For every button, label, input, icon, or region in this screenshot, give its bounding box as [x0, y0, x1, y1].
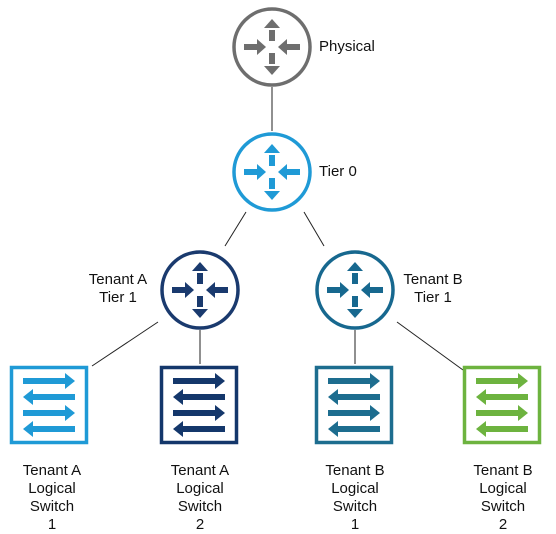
- tenant-a-tier1-router-icon[interactable]: [160, 250, 240, 330]
- switch-arrow-left-head: [23, 421, 33, 437]
- switch-arrow-left-head: [328, 389, 338, 405]
- tenant-a-switch-2-label: Tenant A Logical Switch 2: [170, 462, 230, 533]
- arrow-up-head: [264, 19, 280, 28]
- arrow-up-shaft: [269, 30, 275, 41]
- switch-arrow-right-head: [518, 373, 528, 389]
- arrow-right-shaft: [287, 169, 300, 175]
- arrow-left-head: [257, 164, 266, 180]
- switch-arrow-right-shaft: [476, 410, 518, 416]
- arrow-left-head: [185, 282, 194, 298]
- arrow-left-shaft: [172, 287, 185, 293]
- switch-arrow-right-shaft: [328, 378, 370, 384]
- tenant-a-switch-1-label: Tenant A Logical Switch 1: [22, 462, 82, 533]
- router-ring: [160, 250, 240, 330]
- arrow-down-head: [347, 309, 363, 318]
- switch-arrow-left-shaft: [486, 426, 528, 432]
- switch-arrow-right-head: [518, 405, 528, 421]
- arrow-left-head: [257, 39, 266, 55]
- switch-arrow-left-shaft: [338, 426, 380, 432]
- connector-tenant-b-switch-2: [396, 321, 464, 371]
- tenant-b-tier1-router-icon[interactable]: [315, 250, 395, 330]
- arrow-left-shaft: [244, 44, 257, 50]
- switch-arrow-left-shaft: [183, 426, 225, 432]
- tenant-b-switch-2-label: Tenant B Logical Switch 2: [473, 462, 533, 533]
- tenant-b-switch-1-label: Tenant B Logical Switch 1: [325, 462, 385, 533]
- switch-arrow-left-head: [173, 421, 183, 437]
- switch-arrow-right-head: [370, 405, 380, 421]
- arrow-down-shaft: [269, 53, 275, 64]
- arrow-left-shaft: [244, 169, 257, 175]
- arrow-up-shaft: [269, 155, 275, 166]
- switch-arrow-right-head: [215, 373, 225, 389]
- switch-arrow-left-shaft: [33, 426, 75, 432]
- arrow-down-shaft: [352, 296, 358, 307]
- connector-tier0-tenant-b: [303, 211, 325, 247]
- switch-arrow-right-head: [215, 405, 225, 421]
- switch-arrow-right-shaft: [173, 410, 215, 416]
- tenant-a-tier1-label: Tenant A Tier 1: [88, 271, 148, 306]
- switch-arrow-right-shaft: [328, 410, 370, 416]
- router-ring: [232, 132, 312, 212]
- switch-arrow-right-shaft: [23, 378, 65, 384]
- tier0-label: Tier 0: [319, 163, 357, 180]
- arrow-up-shaft: [352, 273, 358, 284]
- switch-arrow-right-shaft: [173, 378, 215, 384]
- connector-lines: [91, 87, 464, 371]
- switch-arrow-left-head: [476, 389, 486, 405]
- switch-arrow-left-head: [476, 421, 486, 437]
- arrow-left-head: [340, 282, 349, 298]
- switch-arrow-left-head: [328, 421, 338, 437]
- physical-router-icon[interactable]: [232, 7, 312, 87]
- arrow-right-shaft: [215, 287, 228, 293]
- arrow-right-head: [278, 164, 287, 180]
- switch-arrow-left-head: [173, 389, 183, 405]
- switch-arrow-left-shaft: [33, 394, 75, 400]
- arrow-down-shaft: [197, 296, 203, 307]
- arrow-up-head: [264, 144, 280, 153]
- physical-label: Physical: [319, 38, 375, 55]
- arrow-down-head: [264, 66, 280, 75]
- router-ring: [315, 250, 395, 330]
- tenant-a-switch-1-icon[interactable]: [9, 365, 89, 445]
- arrow-right-shaft: [287, 44, 300, 50]
- switch-arrow-right-head: [65, 373, 75, 389]
- switch-arrow-right-shaft: [476, 378, 518, 384]
- tenant-b-tier1-label: Tenant B Tier 1: [403, 271, 463, 306]
- arrow-right-head: [278, 39, 287, 55]
- switch-arrow-left-shaft: [338, 394, 380, 400]
- arrow-down-shaft: [269, 178, 275, 189]
- arrow-down-head: [192, 309, 208, 318]
- arrow-up-head: [347, 262, 363, 271]
- arrow-down-head: [264, 191, 280, 200]
- tier0-router-icon[interactable]: [232, 132, 312, 212]
- router-ring: [232, 7, 312, 87]
- tenant-a-switch-2-icon[interactable]: [159, 365, 239, 445]
- arrow-right-head: [206, 282, 215, 298]
- switch-arrow-right-shaft: [23, 410, 65, 416]
- switch-arrow-left-head: [23, 389, 33, 405]
- tenant-b-switch-1-icon[interactable]: [314, 365, 394, 445]
- arrow-right-shaft: [370, 287, 383, 293]
- switch-arrow-left-shaft: [486, 394, 528, 400]
- switch-arrow-right-head: [65, 405, 75, 421]
- switch-arrow-right-head: [370, 373, 380, 389]
- connector-tenant-a-switch-1: [91, 321, 159, 367]
- switch-arrow-left-shaft: [183, 394, 225, 400]
- arrow-up-shaft: [197, 273, 203, 284]
- arrow-left-shaft: [327, 287, 340, 293]
- arrow-up-head: [192, 262, 208, 271]
- tenant-b-switch-2-icon[interactable]: [462, 365, 542, 445]
- connector-tier0-tenant-a: [224, 211, 247, 247]
- arrow-right-head: [361, 282, 370, 298]
